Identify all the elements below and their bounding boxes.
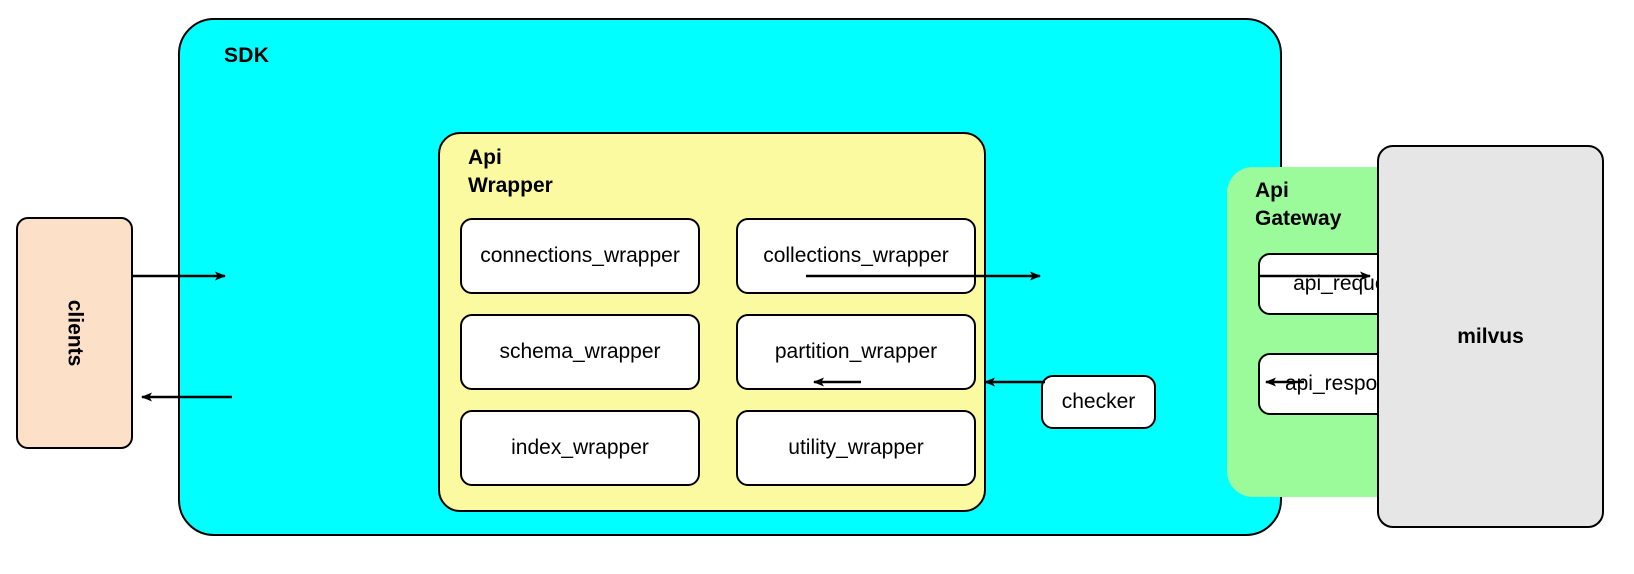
api-request-label: api_request xyxy=(1293,272,1403,295)
module-utility-wrapper[interactable]: utility_wrapper xyxy=(736,410,976,486)
module-label: schema_wrapper xyxy=(499,340,661,363)
module-partition-wrapper[interactable]: partition_wrapper xyxy=(736,314,976,390)
clients-label: clients xyxy=(63,299,87,367)
module-index-wrapper[interactable]: index_wrapper xyxy=(460,410,700,486)
module-schema-wrapper[interactable]: schema_wrapper xyxy=(460,314,700,390)
sdk-label: SDK xyxy=(224,44,270,67)
milvus-label: milvus xyxy=(1457,324,1524,348)
api-wrapper-label: Api Wrapper xyxy=(468,146,553,198)
module-label: partition_wrapper xyxy=(774,340,938,363)
api-gateway-label: Api Gateway xyxy=(1255,179,1342,231)
module-label: index_wrapper xyxy=(511,436,649,459)
module-label: collections_wrapper xyxy=(763,244,949,267)
clients-node[interactable]: clients xyxy=(16,217,133,449)
api-wrapper-group[interactable]: Api Wrapper connections_wrapper collecti… xyxy=(438,132,986,512)
sdk-container[interactable]: SDK Api Wrapper connections_wrapper coll… xyxy=(178,18,1467,536)
module-label: utility_wrapper xyxy=(788,436,924,459)
checker-label: checker xyxy=(1061,390,1136,413)
module-label: connections_wrapper xyxy=(480,244,680,267)
module-connections-wrapper[interactable]: connections_wrapper xyxy=(460,218,700,294)
checker-node[interactable]: checker xyxy=(1041,375,1156,429)
module-collections-wrapper[interactable]: collections_wrapper xyxy=(736,218,976,294)
milvus-node[interactable]: milvus xyxy=(1377,145,1604,528)
